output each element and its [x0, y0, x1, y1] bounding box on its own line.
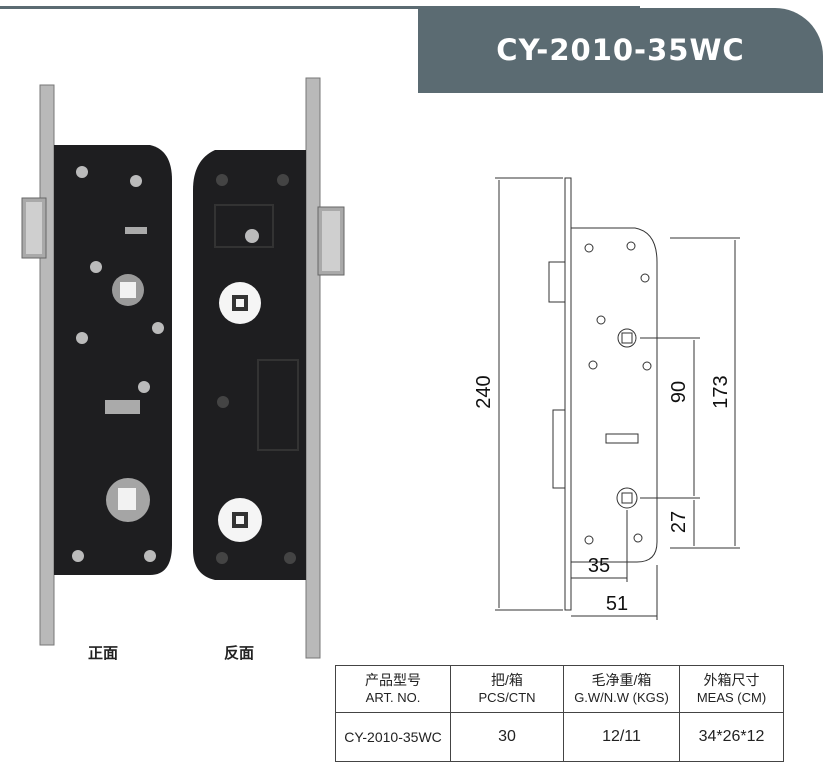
header-pcs-ctn: 把/箱 PCS/CTN	[450, 665, 564, 713]
technical-drawing: 240 90 173 27 35 51	[473, 177, 740, 620]
dim-240: 240	[473, 375, 495, 408]
header-art-no: 产品型号 ART. NO.	[335, 665, 451, 713]
spec-table: 产品型号 ART. NO. 把/箱 PCS/CTN 毛净重/箱 G.W/N.W …	[335, 665, 784, 762]
back-lock-image	[193, 77, 345, 659]
header-weight: 毛净重/箱 G.W/N.W (KGS)	[563, 665, 680, 713]
title-banner	[418, 8, 823, 93]
front-lock-image	[21, 84, 172, 646]
dim-35: 35	[588, 555, 610, 577]
dim-51: 51	[606, 593, 628, 615]
dim-173: 173	[710, 375, 732, 408]
cell-pcs-ctn: 30	[450, 712, 564, 762]
cell-meas: 34*26*12	[679, 712, 784, 762]
table-row: CY-2010-35WC 30 12/11 34*26*12	[335, 712, 784, 762]
product-photos	[21, 77, 345, 659]
dim-90: 90	[668, 381, 690, 403]
cell-weight: 12/11	[563, 712, 680, 762]
header-rule	[0, 6, 640, 9]
header-meas: 外箱尺寸 MEAS (CM)	[679, 665, 784, 713]
cell-art-no: CY-2010-35WC	[335, 712, 451, 762]
front-caption: 正面	[88, 644, 119, 662]
spec-header-row: 产品型号 ART. NO. 把/箱 PCS/CTN 毛净重/箱 G.W/N.W …	[335, 665, 784, 713]
back-caption: 反面	[224, 644, 255, 662]
dim-27: 27	[668, 511, 690, 533]
model-title: CY-2010-35WC	[496, 33, 745, 67]
